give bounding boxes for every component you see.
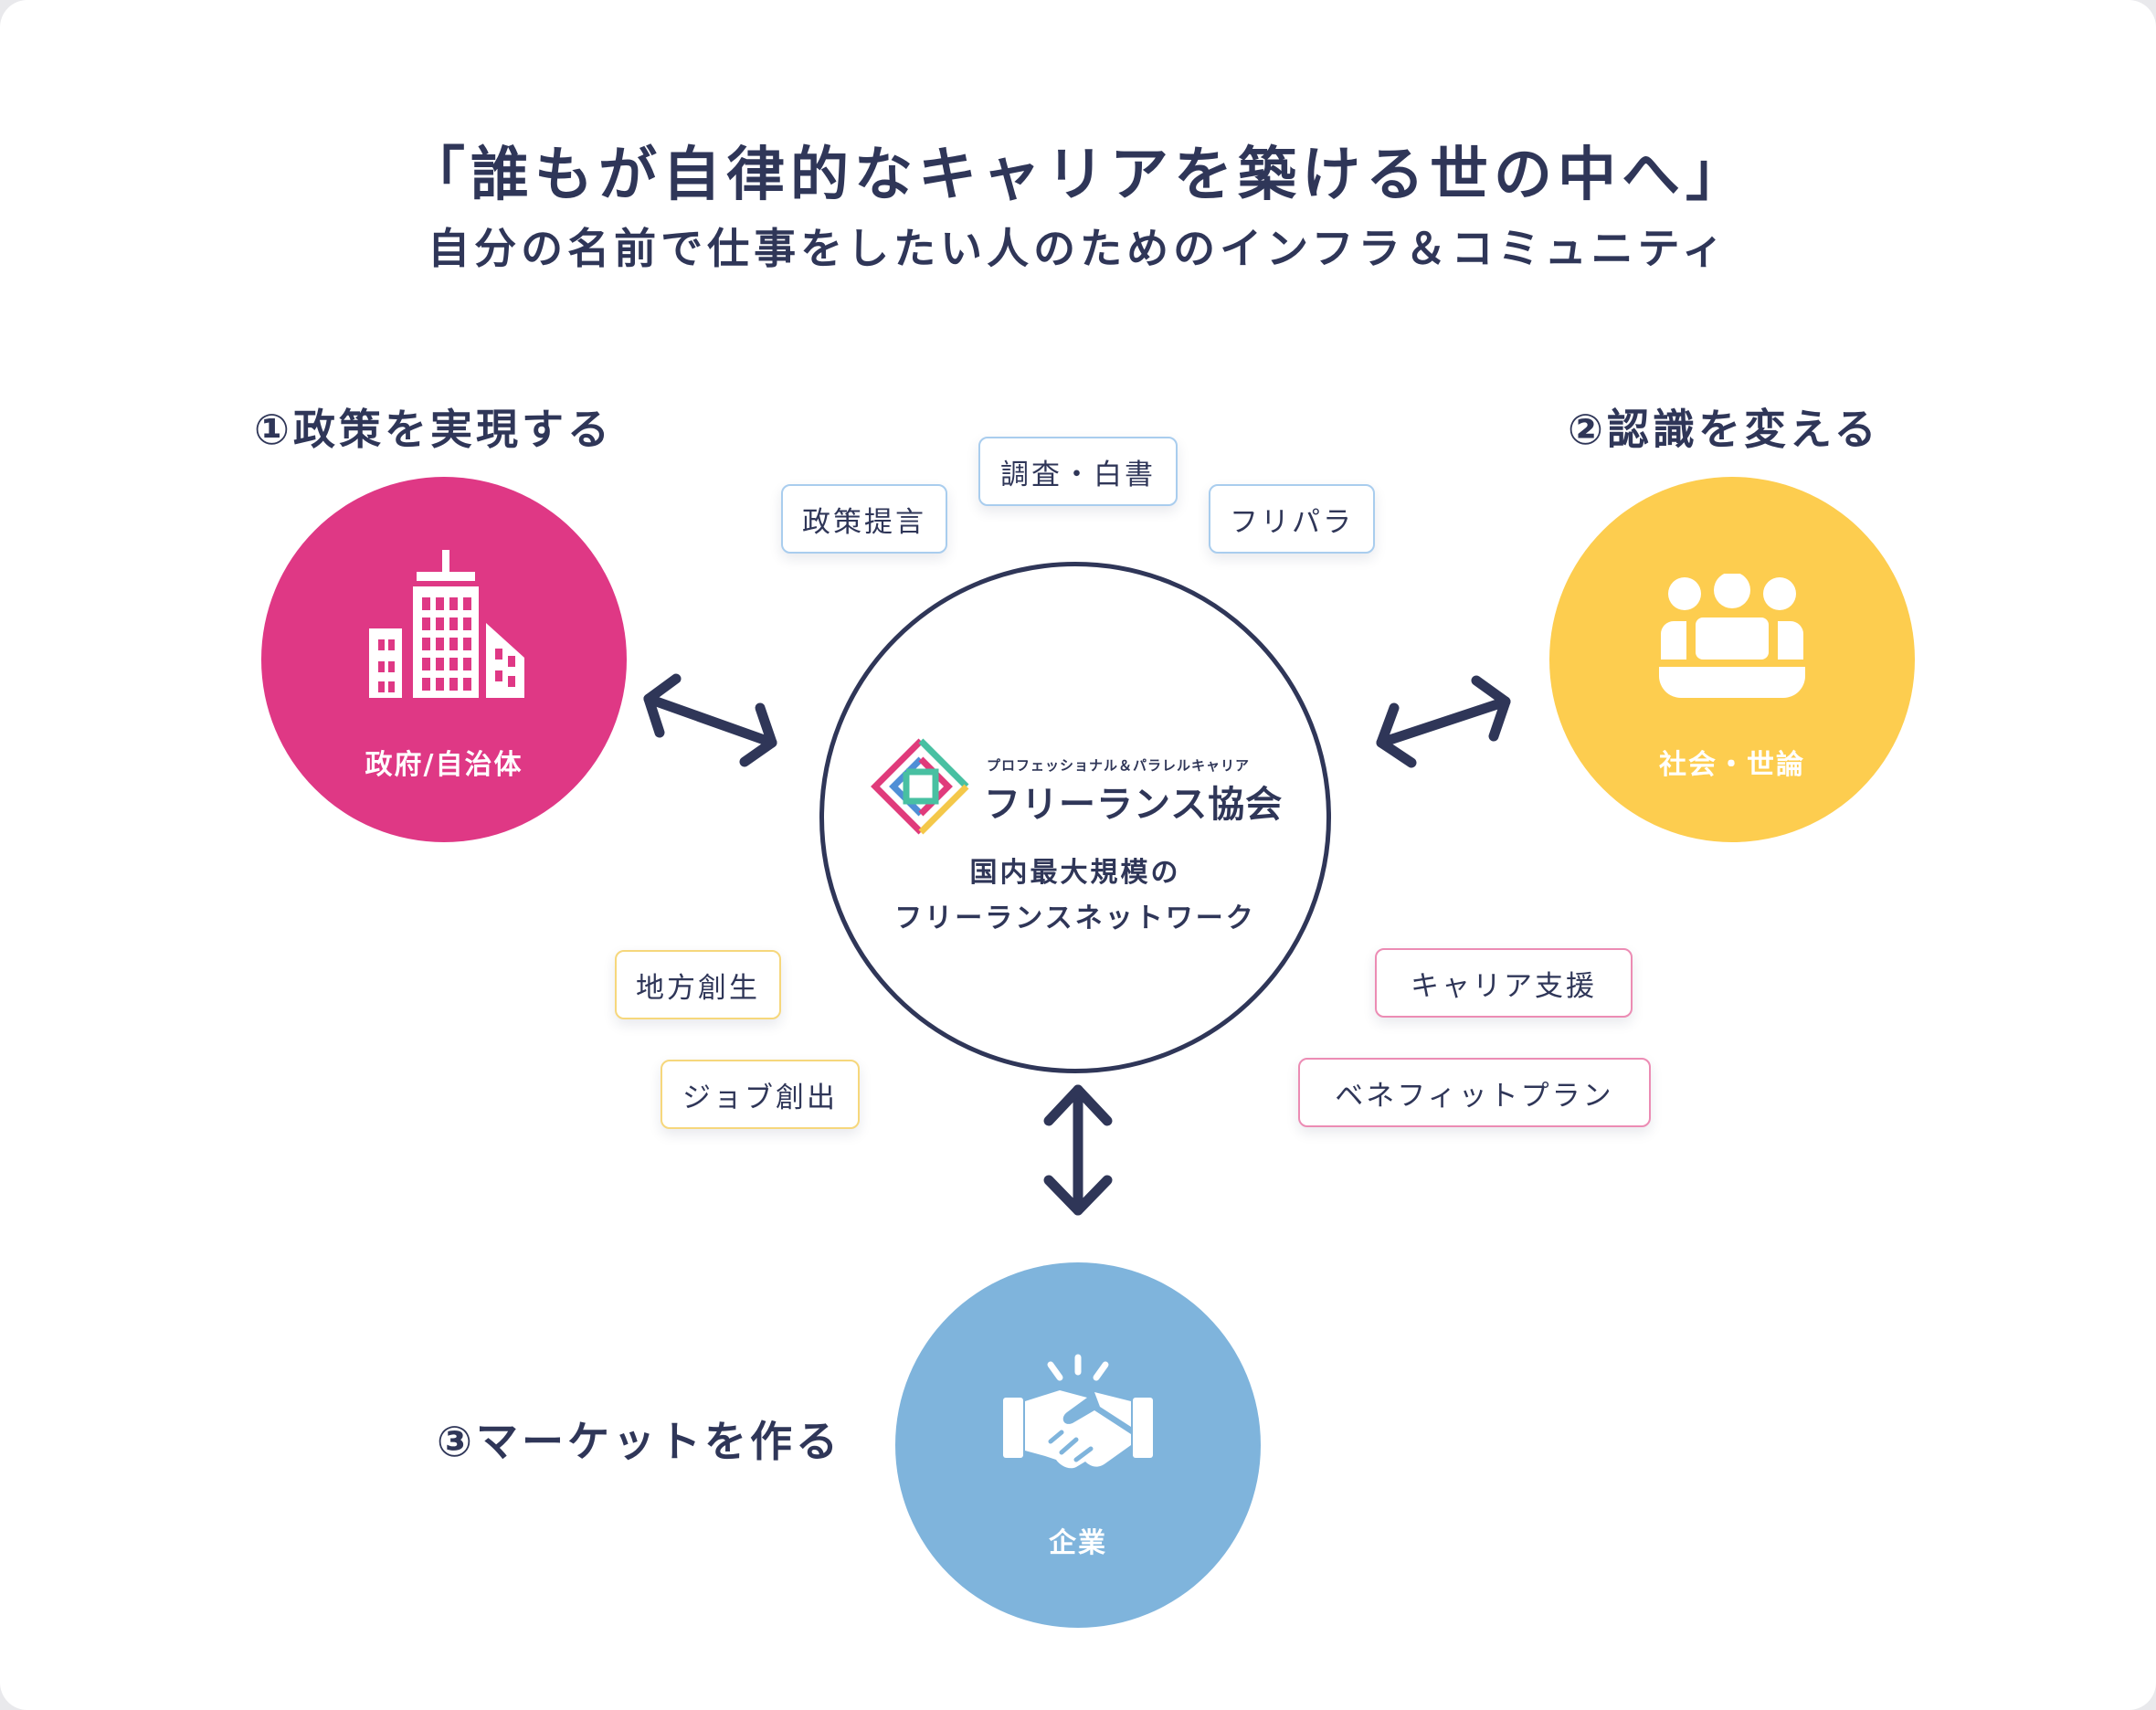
government-label: 政府/自治体 <box>365 749 523 781</box>
tag-career-support: キャリア支援 <box>1375 948 1633 1018</box>
org-description-line1: 国内最大規模の <box>969 857 1181 889</box>
main-title: 「誰もが自律的なキャリアを築ける世の中へ」 <box>407 142 1749 209</box>
handshake-icon <box>1003 1354 1153 1469</box>
org-description-line2: フリーランスネットワーク <box>894 902 1256 934</box>
arrow-center-society <box>1376 675 1511 768</box>
association-logo-icon <box>871 738 969 835</box>
tag-benefit-plan: ベネフィットプラン <box>1298 1058 1651 1127</box>
society-label: 社会・世論 <box>1659 749 1805 781</box>
tag-policy-proposal: 政策提言 <box>781 484 947 554</box>
section-label-market: ③マーケットを作る <box>437 1417 841 1466</box>
tag-regional: 地方創生 <box>615 950 781 1019</box>
arrow-center-companies <box>1043 1084 1113 1216</box>
org-name: フリーランス協会 <box>984 784 1284 826</box>
subtitle: 自分の名前で仕事をしたい人のためのインフラ＆コミュニティ <box>428 224 1728 273</box>
section-label-policy: ①政策を実現する <box>254 405 613 454</box>
society-node: 社会・世論 <box>1549 477 1915 842</box>
center-organization: プロフェッショナル＆パラレルキャリア フリーランス協会 国内最大規模の フリーラ… <box>819 562 1331 1073</box>
companies-node: 企業 <box>895 1262 1261 1628</box>
tag-job-creation: ジョブ創出 <box>661 1060 860 1129</box>
org-subtitle: プロフェッショナル＆パラレルキャリア <box>987 757 1251 774</box>
tag-research: 調査・白書 <box>978 437 1178 506</box>
government-node: 政府/自治体 <box>261 477 627 842</box>
arrow-government-center <box>643 673 777 767</box>
section-label-awareness: ②認識を変える <box>1568 405 1880 454</box>
tag-furipara: フリパラ <box>1209 484 1375 554</box>
people-icon <box>1659 574 1805 698</box>
building-icon <box>369 550 524 698</box>
companies-label: 企業 <box>1049 1527 1107 1559</box>
